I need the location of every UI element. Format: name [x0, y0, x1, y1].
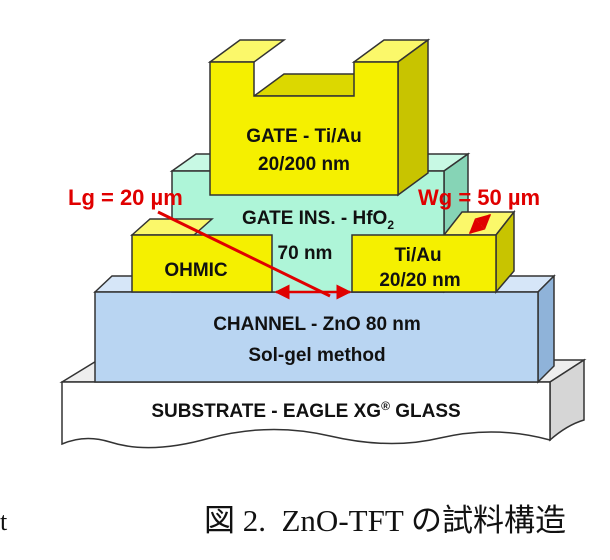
tiau-label-line2: 20/20 nm — [379, 270, 460, 291]
wg-annotation: Wg = 50 µm — [418, 185, 540, 235]
channel-side-face — [537, 274, 555, 384]
tiau-contact-right: Ti/Au 20/20 nm — [351, 209, 516, 295]
figure-caption: 図 2. ZnO-TFT の試料構造 — [204, 503, 566, 538]
gate-electrode: GATE - Ti/Au 20/200 nm — [207, 38, 431, 197]
lg-label: Lg = 20 µm — [68, 185, 183, 210]
lg-pointer-line — [157, 210, 331, 298]
channel-front-face — [94, 291, 539, 383]
lg-annotation: Lg = 20 µm — [68, 185, 352, 300]
gate-left-post-top — [207, 39, 287, 63]
insulator-label-line2: 70 nm — [278, 243, 333, 264]
insulator-label-line1: GATE INS. - HfO2 — [242, 208, 394, 232]
channel-label-line1: CHANNEL - ZnO 80 nm — [213, 314, 421, 335]
substrate-front-face — [61, 381, 551, 449]
tiau-label-line1: Ti/Au — [394, 245, 441, 266]
ohmic-label: OHMIC — [164, 260, 228, 281]
channel-label-line2: Sol-gel method — [248, 345, 385, 366]
caption-left-fragment: t — [0, 507, 8, 536]
substrate-label: SUBSTRATE - EAGLE XG® GLASS — [151, 399, 460, 422]
gate-side-face — [397, 38, 429, 197]
gate-front-face — [209, 61, 399, 196]
wg-dimension-arrow — [468, 213, 492, 235]
gate-label-line2: 20/200 nm — [258, 154, 350, 175]
wg-label: Wg = 50 µm — [418, 185, 540, 210]
gate-label-line1: GATE - Ti/Au — [246, 126, 361, 147]
tiau-front-face — [351, 234, 497, 293]
